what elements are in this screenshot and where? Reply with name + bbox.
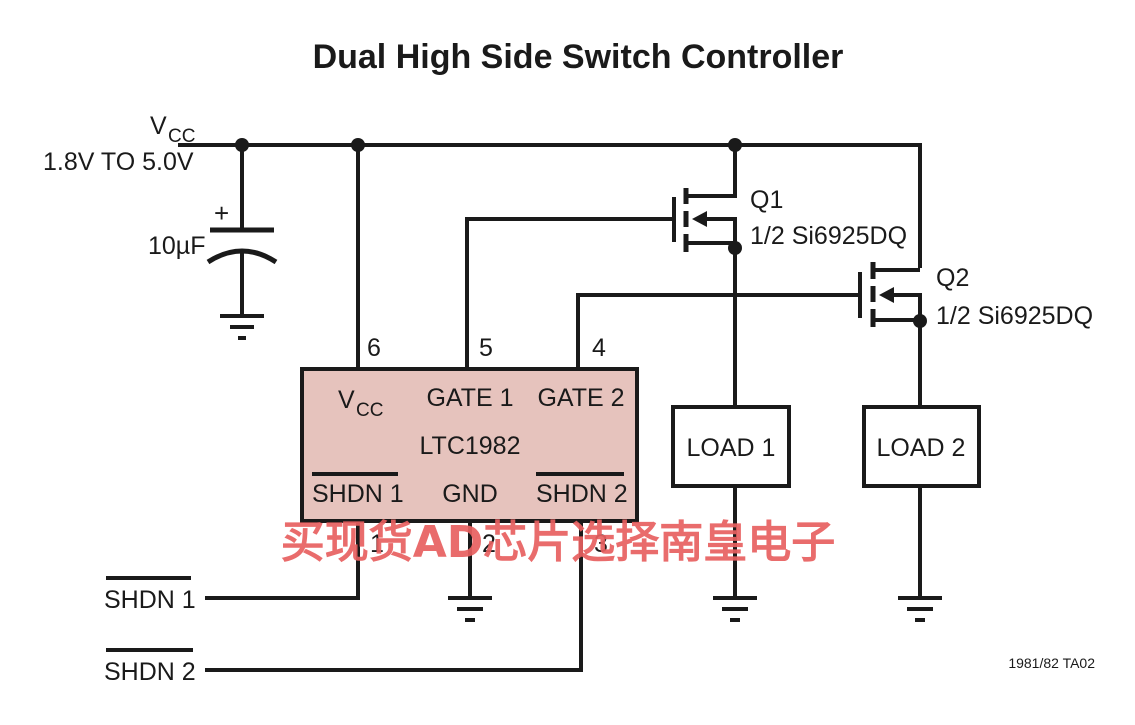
load2-label: LOAD 2 xyxy=(877,434,966,462)
ground-symbol-load2 xyxy=(898,596,942,622)
wire-shdn2 xyxy=(205,521,583,672)
capacitor-value: 10µF xyxy=(148,232,205,260)
q1-arrow xyxy=(692,211,707,227)
ic-body xyxy=(300,367,639,523)
watermark-text: 买现货AD芯片选择南皇电子 xyxy=(281,517,836,568)
wire-gate1 xyxy=(465,217,672,369)
ground-symbol-ic xyxy=(448,596,492,622)
pin-gate1-label: GATE 1 xyxy=(426,384,513,412)
capacitor-polarity: + xyxy=(214,198,229,228)
q2-part: 1/2 Si6925DQ xyxy=(936,302,1093,330)
pin-number-4: 4 xyxy=(592,334,606,362)
mosfet-q2: Q2 1/2 Si6925DQ xyxy=(858,262,1093,330)
diagram-title: Dual High Side Switch Controller xyxy=(313,38,844,76)
load1-box xyxy=(671,405,791,488)
ic-name: LTC1982 xyxy=(420,432,521,460)
input-shdn1-label: SHDN 1 xyxy=(104,586,196,614)
mosfet-q1: Q1 1/2 Si6925DQ xyxy=(672,145,907,252)
q1-name: Q1 xyxy=(750,186,783,214)
pin-shdn1-label: SHDN 1 xyxy=(312,480,404,508)
pin-number-1: 1 xyxy=(370,530,384,558)
vcc-label-sub: CC xyxy=(168,126,195,147)
ground-symbol-load1 xyxy=(713,596,757,622)
vcc-rail xyxy=(178,143,922,268)
pin-shdn2-label: SHDN 2 xyxy=(536,480,628,508)
input-shdn2-label: SHDN 2 xyxy=(104,658,196,686)
pin-number-3: 3 xyxy=(594,530,608,558)
q2-name: Q2 xyxy=(936,264,969,292)
pin-number-5: 5 xyxy=(479,334,493,362)
pin-vcc-main: V xyxy=(338,386,355,414)
ground-symbol-cap xyxy=(220,314,264,340)
load1-label: LOAD 1 xyxy=(687,434,776,462)
pin-number-6: 6 xyxy=(367,334,381,362)
figure-id: 1981/82 TA02 xyxy=(1008,655,1095,671)
pin-gate2-label: GATE 2 xyxy=(537,384,624,412)
vcc-label: V CC 1.8V TO 5.0V xyxy=(43,112,195,176)
wire-gate2 xyxy=(576,293,858,369)
capacitor: + 10µF xyxy=(148,145,278,316)
wire-shdn1 xyxy=(205,521,360,600)
q2-arrow xyxy=(879,287,894,303)
vcc-range: 1.8V TO 5.0V xyxy=(43,148,194,176)
vcc-label-main: V xyxy=(150,112,167,140)
load2-box xyxy=(862,405,981,488)
pin-vcc-sub: CC xyxy=(356,400,383,421)
pin-gnd-label: GND xyxy=(442,480,498,508)
q1-part: 1/2 Si6925DQ xyxy=(750,222,907,250)
capacitor-plate-curved xyxy=(206,248,278,265)
pin-number-2: 2 xyxy=(482,530,496,558)
